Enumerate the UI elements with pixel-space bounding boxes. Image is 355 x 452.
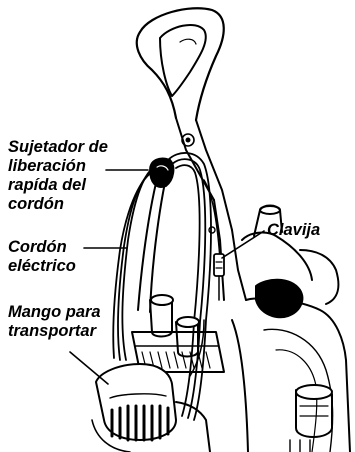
carry-handle-label-line2: transportar [8, 322, 101, 341]
plug-label: Clavija [267, 221, 320, 240]
cord-label-line2: eléctrico [8, 257, 76, 276]
cord-release-clip [150, 158, 173, 187]
handle-leader [70, 352, 108, 384]
carry-handle-label: Mango para transportar [8, 303, 101, 341]
cord-label-line1: Cordón [8, 238, 76, 257]
cord-label: Cordón eléctrico [8, 238, 76, 276]
carry-handle [92, 364, 210, 452]
release-clip-label-line1: Sujetador de [8, 138, 108, 157]
plug-label-text: Clavija [267, 221, 320, 240]
base-nozzles [132, 295, 224, 372]
carry-handle-label-line1: Mango para [8, 303, 101, 322]
release-clip-label-line3: rapída del [8, 176, 108, 195]
handle-grip [137, 8, 224, 120]
plug-leader [222, 231, 264, 258]
release-clip-label: Sujetador de liberación rapída del cordó… [8, 138, 108, 214]
release-clip-label-line2: liberación [8, 157, 108, 176]
front-cap [290, 385, 332, 452]
release-clip-label-line4: cordón [8, 195, 108, 214]
